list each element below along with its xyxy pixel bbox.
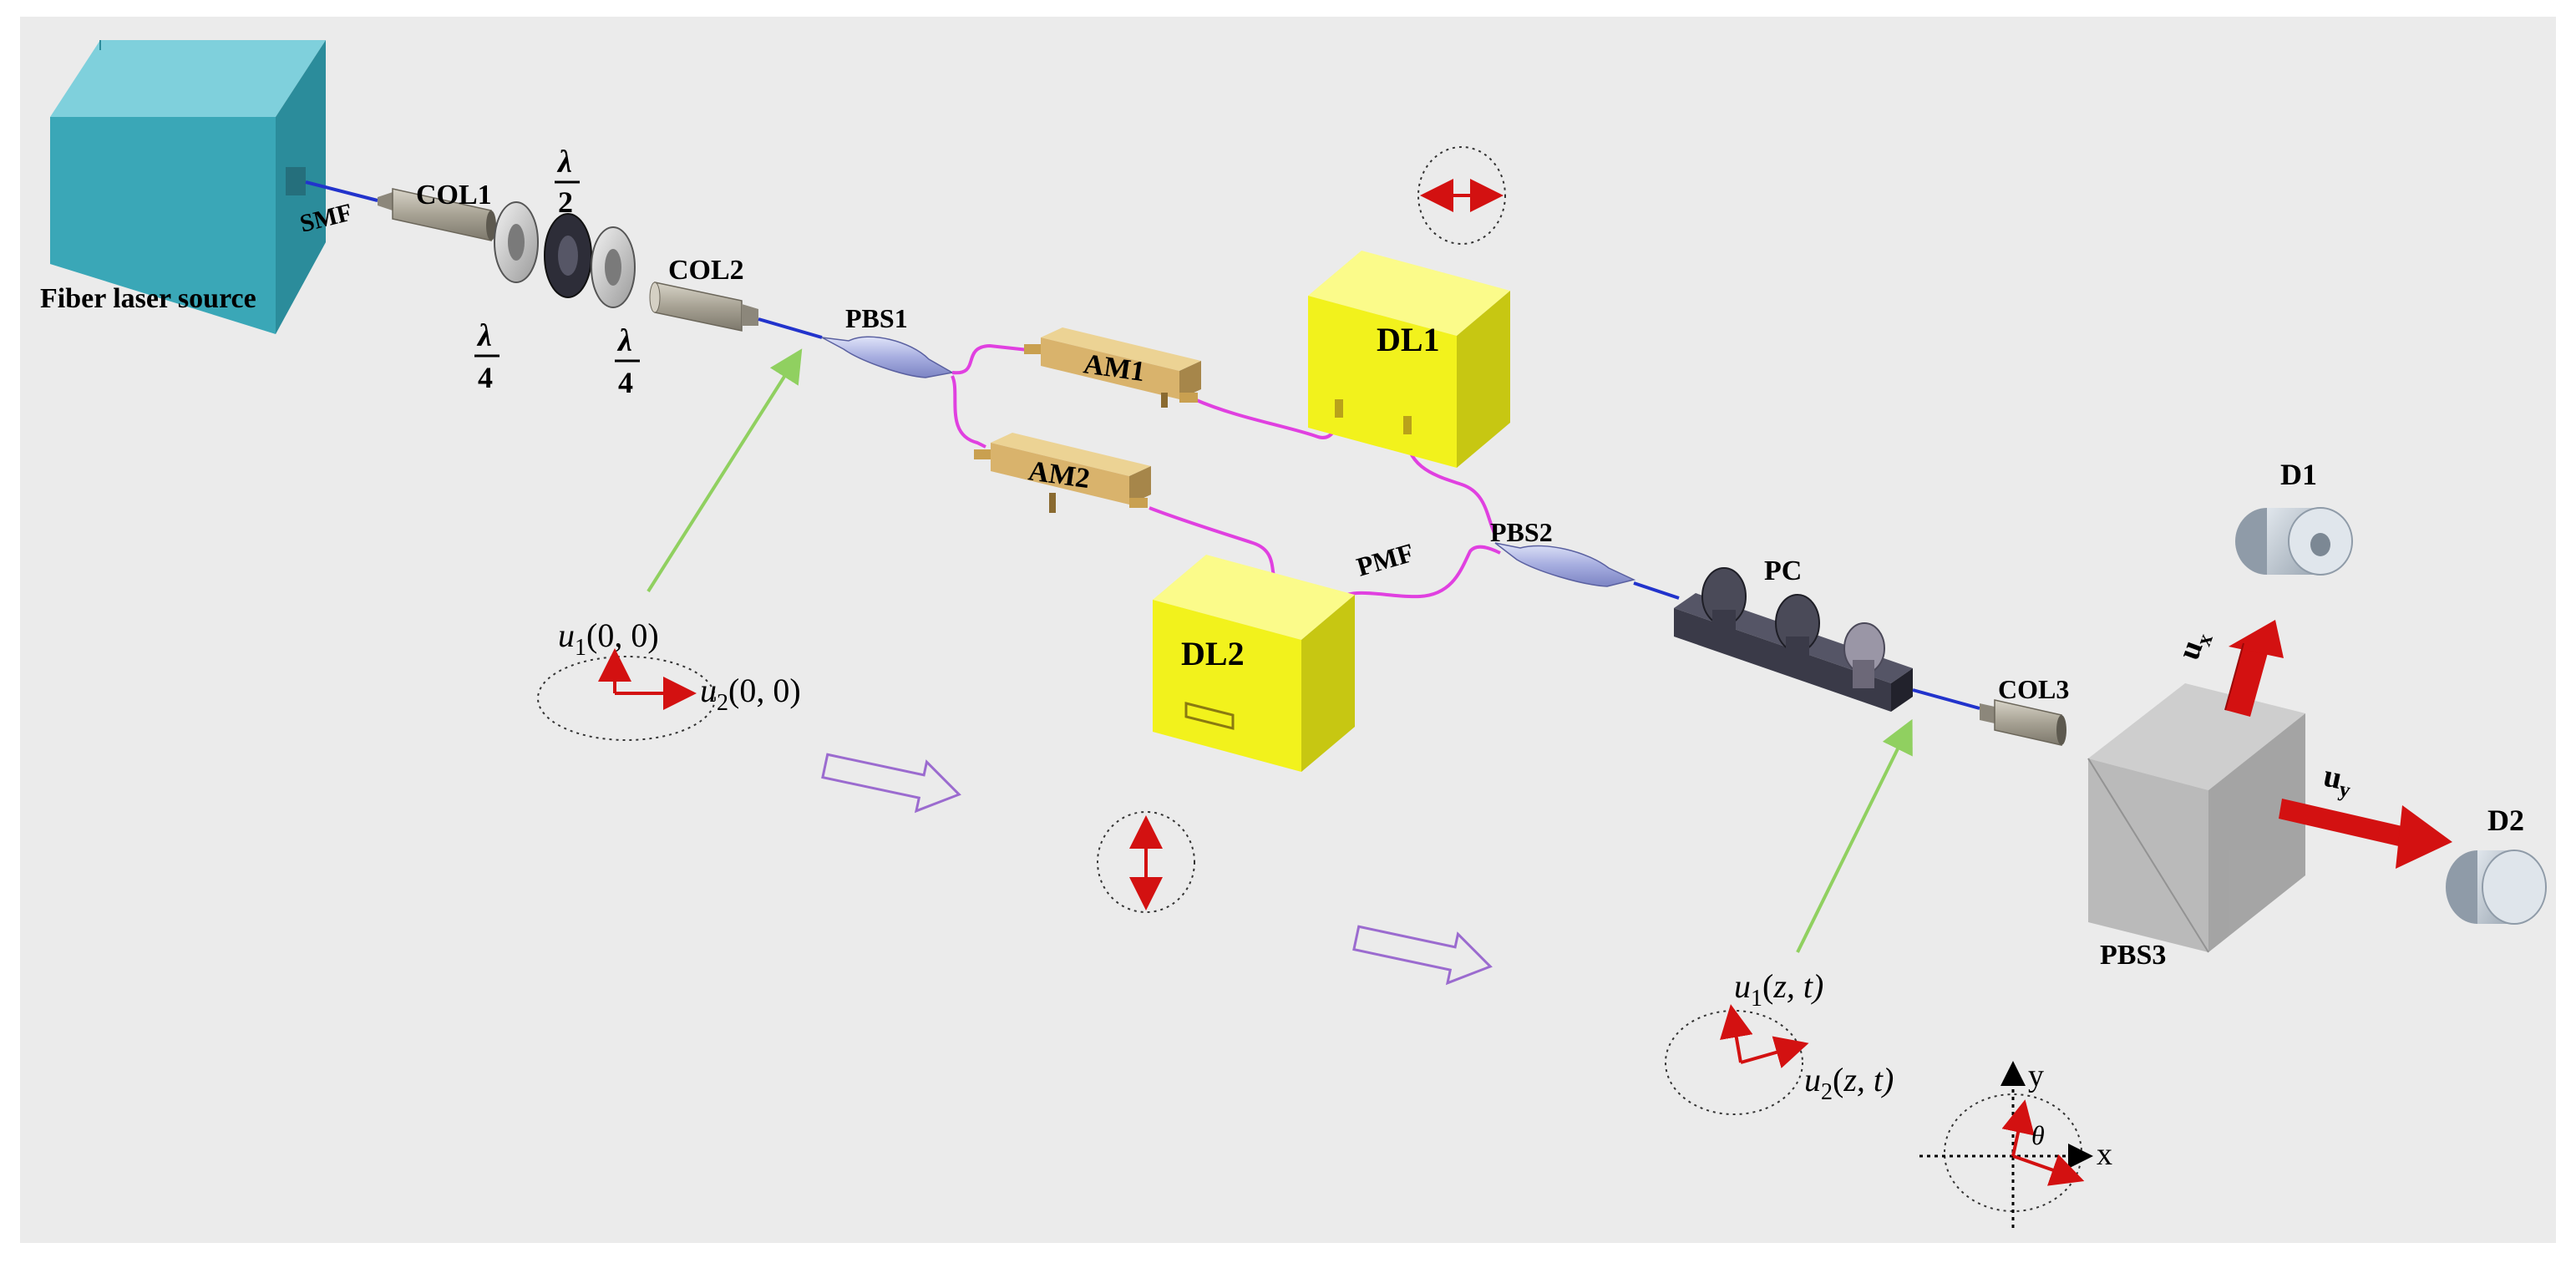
svg-text:λ: λ [476,318,492,353]
smf-fiber-3 [1633,581,1680,600]
flow-arrow-1 [821,753,961,814]
half-waveplate [544,213,592,298]
fiber-laser-source [50,40,326,334]
col2-label: COL2 [668,255,744,286]
pc-label: PC [1764,555,1802,586]
theta-label: θ [2031,1120,2045,1150]
d1-label: D1 [2280,458,2317,491]
u1-output-label: u1(z, t) [1734,967,1823,1012]
quarter-waveplate-1 [494,201,539,283]
smf-fiber-4 [1912,688,1980,710]
smf-fiber-2 [758,317,823,339]
quarter-wave-label-1: λ 4 [474,318,499,394]
detector-d2 [2446,850,2547,925]
output-pointer-arrow [1796,718,1913,953]
dl2-label: DL2 [1181,635,1245,672]
u2-output-label: u2(z, t) [1804,1061,1894,1105]
input-polarization-ellipse [537,648,716,741]
axis-x-label: x [2097,1137,2112,1172]
collimator-col1 [378,188,496,241]
polarization-indicator-horizontal [1417,146,1506,245]
smf-fiber [305,180,378,202]
svg-text:2: 2 [558,185,573,219]
fiber-pbs2 [1494,542,1636,587]
pbs2-label: PBS2 [1490,517,1553,547]
polarization-controller [1674,567,1913,712]
d2-label: D2 [2487,804,2524,837]
amplitude-modulator-am2 [974,433,1151,513]
col1-label: COL1 [416,180,492,210]
output-polarization-ellipse [1665,1004,1809,1115]
pbs1-label: PBS1 [845,303,908,333]
quarter-waveplate-2 [591,226,636,308]
collimator-col2 [649,282,758,332]
uy-output-arrow [2279,799,2452,869]
polarization-indicator-vertical [1097,811,1195,913]
axis-y-label: y [2028,1058,2044,1093]
delay-line-dl2 [1153,555,1355,772]
svg-text:4: 4 [618,366,633,399]
delay-line-dl1 [1308,251,1510,468]
collimator-col3 [1980,699,2066,746]
ux-output-arrow [2224,620,2284,717]
half-wave-label: λ 2 [555,145,580,219]
coordinate-axes [1919,1061,2093,1228]
col3-label: COL3 [1998,674,2069,704]
pbs3-label: PBS3 [2100,940,2166,971]
quarter-wave-label-2: λ 4 [615,323,640,399]
svg-text:4: 4 [478,361,493,394]
uy-label: uy [2320,758,2355,803]
detector-d1 [2235,507,2353,576]
u1-input-label: u1(0, 0) [558,616,659,661]
amplitude-modulator-am1 [1024,327,1201,408]
u2-input-label: u2(0, 0) [700,672,801,716]
source-label: Fiber laser source [40,283,256,314]
svg-text:λ: λ [616,323,632,358]
dl1-label: DL1 [1377,321,1440,358]
svg-text:λ: λ [556,145,572,180]
flow-arrow-2 [1352,925,1493,986]
input-pointer-arrow [647,348,803,593]
